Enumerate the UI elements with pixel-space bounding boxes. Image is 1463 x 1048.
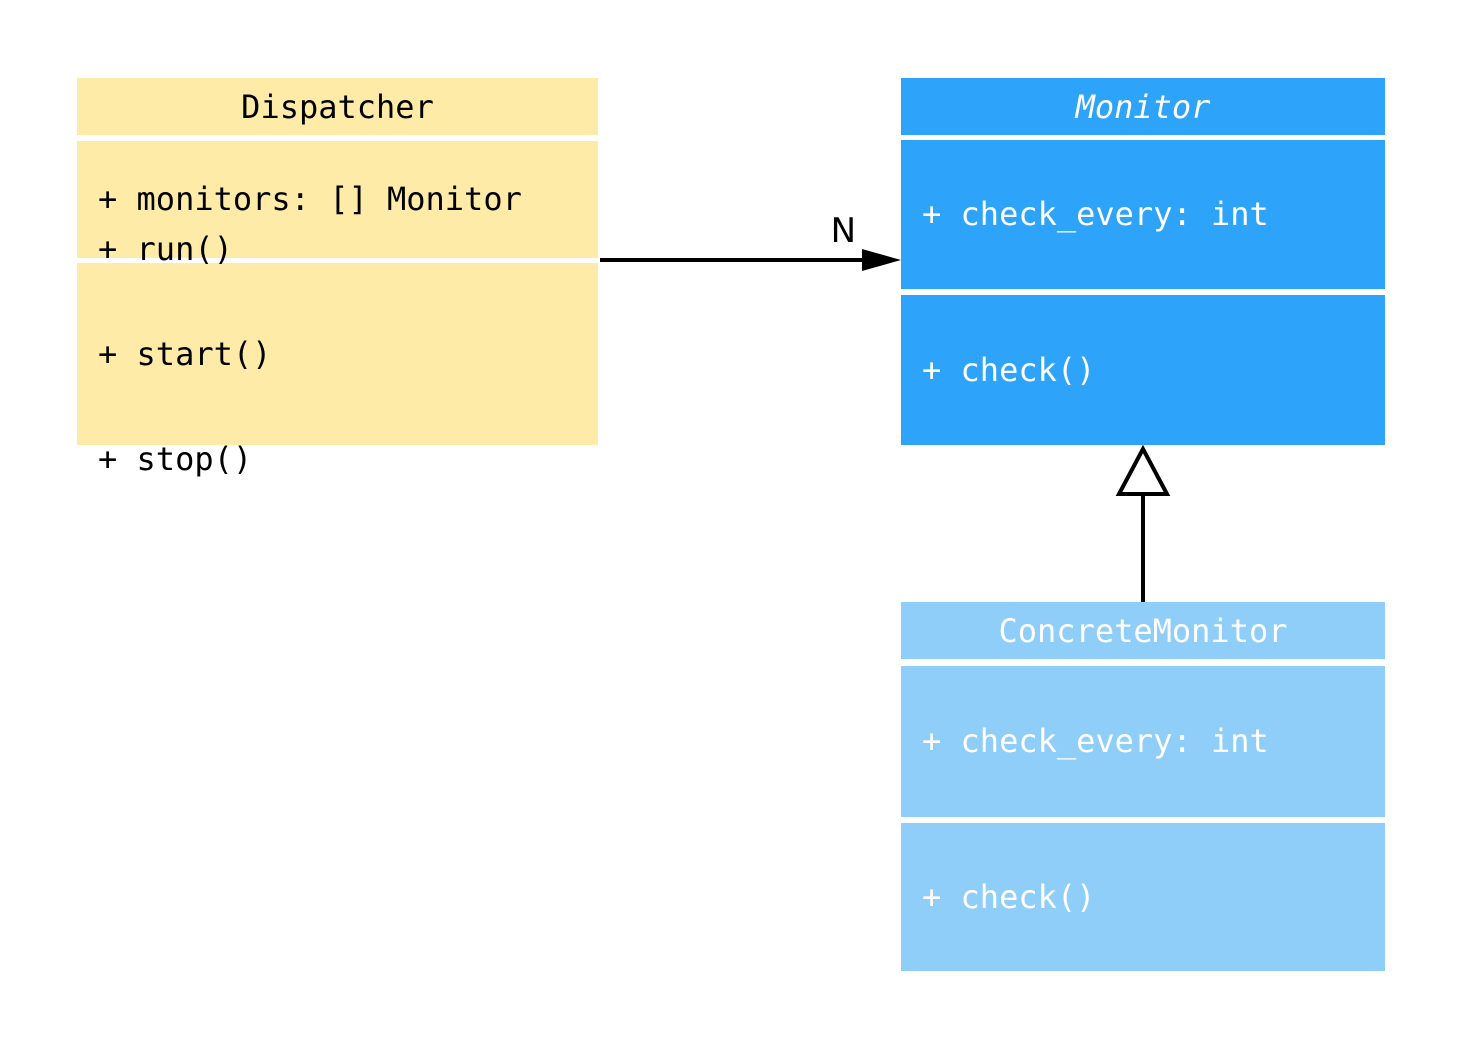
association-arrow-dispatcher-monitor: N	[600, 211, 901, 271]
class-box-dispatcher: Dispatcher + monitors: [] Monitor + run(…	[77, 78, 598, 476]
class-box-concrete-monitor: ConcreteMonitor + check_every: int + che…	[901, 602, 1385, 971]
class-attributes-monitor: + check_every: int	[901, 140, 1385, 289]
association-multiplicity-label: N	[831, 211, 856, 251]
method-check: + check()	[922, 877, 1096, 916]
attribute-check-every: + check_every: int	[922, 722, 1269, 760]
method-run: + run()	[98, 229, 233, 268]
class-title-dispatcher: Dispatcher	[77, 78, 598, 135]
class-title-concrete-monitor: ConcreteMonitor	[901, 602, 1385, 659]
method-list-dispatcher: + run() + start() + stop()	[77, 162, 271, 547]
method-stop: + stop()	[98, 439, 253, 478]
class-attributes-concrete-monitor: + check_every: int	[901, 666, 1385, 817]
method-check: + check()	[922, 350, 1096, 389]
association-arrowhead-icon	[862, 249, 901, 271]
attribute-check-every: + check_every: int	[922, 195, 1269, 233]
class-methods-dispatcher: + run() + start() + stop()	[77, 231, 598, 476]
class-methods-monitor: + check()	[901, 295, 1385, 445]
inheritance-hollow-triangle-icon	[1115, 444, 1171, 496]
class-methods-concrete-monitor: + check()	[901, 823, 1385, 971]
method-start: + start()	[98, 334, 272, 373]
class-attributes-dispatcher: + monitors: [] Monitor	[77, 141, 598, 258]
attribute-monitors: + monitors: [] Monitor	[98, 180, 522, 218]
class-box-monitor: Monitor + check_every: int + check()	[901, 78, 1385, 445]
inheritance-arrow-concretemonitor-monitor	[1115, 444, 1171, 602]
class-title-monitor: Monitor	[901, 78, 1385, 135]
